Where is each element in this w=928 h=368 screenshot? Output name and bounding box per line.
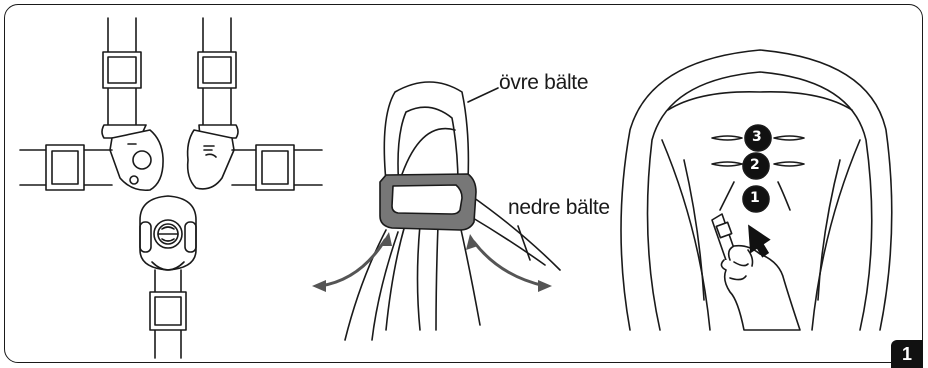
right-rotate-arrow (474, 242, 545, 286)
left-rotate-arrow (320, 240, 385, 286)
step-number-3: 3 (752, 129, 761, 145)
lower-belt-label: nedre bälte (508, 196, 610, 220)
buckle-assembly-panel (20, 18, 322, 358)
step-number-1: 1 (750, 190, 759, 206)
crotch-strap (150, 270, 186, 358)
right-shoulder-strap (198, 18, 238, 138)
right-buckle-tongue (188, 130, 234, 189)
left-buckle-tongue (110, 130, 163, 190)
step-number-2: 2 (750, 157, 759, 173)
crotch-buckle (140, 196, 196, 270)
left-shoulder-strap (102, 18, 146, 138)
upper-belt-label: övre bälte (499, 71, 588, 95)
right-hip-strap (232, 145, 322, 190)
page-number-badge: 1 (891, 340, 923, 368)
left-hip-strap (20, 145, 112, 190)
